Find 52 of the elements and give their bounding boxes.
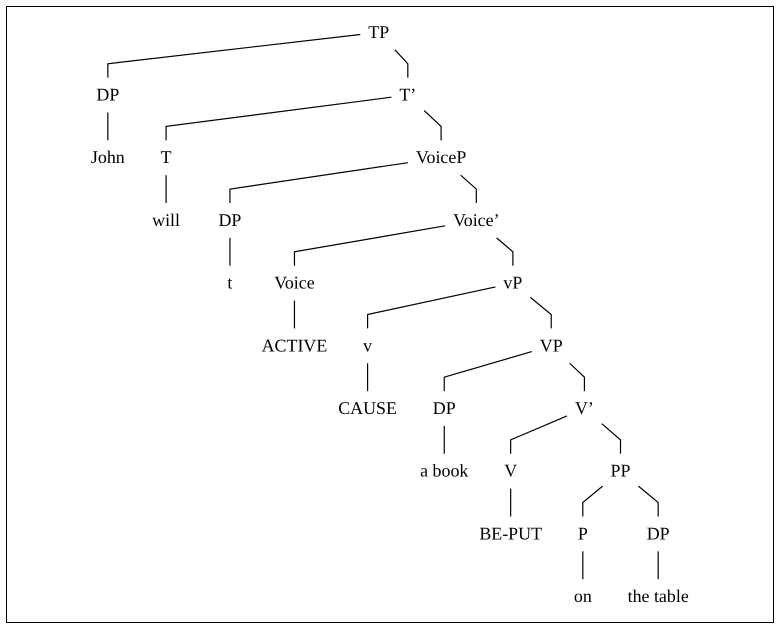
- node-text: BE-PUT: [479, 523, 542, 544]
- connector: [394, 49, 409, 78]
- node-text: a book: [420, 460, 469, 481]
- node-text: CAUSE: [338, 398, 398, 418]
- connector: [510, 488, 512, 516]
- node-text: DP: [218, 210, 242, 230]
- node-text: DP: [96, 84, 120, 105]
- connector: [444, 350, 532, 392]
- node-text: VP: [540, 335, 563, 356]
- node-text: t: [228, 272, 233, 293]
- node-text: DP: [432, 398, 456, 418]
- node-text: P: [578, 523, 588, 544]
- node-text: Voice’: [453, 210, 500, 230]
- node-text: V: [504, 460, 518, 481]
- connector: [460, 174, 478, 204]
- connector: [424, 110, 442, 140]
- connector: [367, 363, 368, 392]
- node-text: will: [152, 210, 180, 230]
- connector: [496, 237, 514, 266]
- connector: [638, 486, 659, 516]
- node-text: the table: [628, 586, 689, 606]
- node-text: DP: [646, 523, 670, 544]
- node-text: John: [91, 147, 125, 168]
- connector: [582, 551, 584, 580]
- connector: [229, 162, 408, 204]
- connector: [166, 175, 167, 204]
- node-text: vP: [504, 272, 522, 293]
- connector: [367, 286, 496, 328]
- connector: [569, 362, 586, 392]
- node-text: T’: [400, 84, 416, 105]
- node-text: v: [363, 335, 372, 356]
- connector: [658, 551, 659, 580]
- connector: [166, 96, 392, 140]
- connector: [294, 300, 296, 328]
- node-text: Voice: [274, 272, 315, 293]
- node-text: V’: [575, 398, 594, 418]
- connector: [602, 423, 622, 454]
- connector: [107, 34, 360, 78]
- connector: [530, 296, 552, 328]
- connector: [510, 415, 568, 454]
- connector: [582, 486, 604, 516]
- node-text: PP: [610, 460, 631, 481]
- connector: [107, 112, 109, 140]
- connector: [444, 426, 445, 454]
- node-text: T: [160, 147, 172, 168]
- frame-border: TP DP T’ John T VoiceP will DP Voice’ t Voice vP ACTIVE v VP CAUSE DP V’ a book V PP BE-PUT P DP on the table: [6, 6, 774, 623]
- node-text: on: [574, 586, 592, 606]
- connector: [294, 225, 446, 266]
- connector: [229, 238, 231, 266]
- node-text: TP: [368, 22, 390, 42]
- node-text: ACTIVE: [262, 335, 328, 356]
- node-text: VoiceP: [416, 147, 466, 168]
